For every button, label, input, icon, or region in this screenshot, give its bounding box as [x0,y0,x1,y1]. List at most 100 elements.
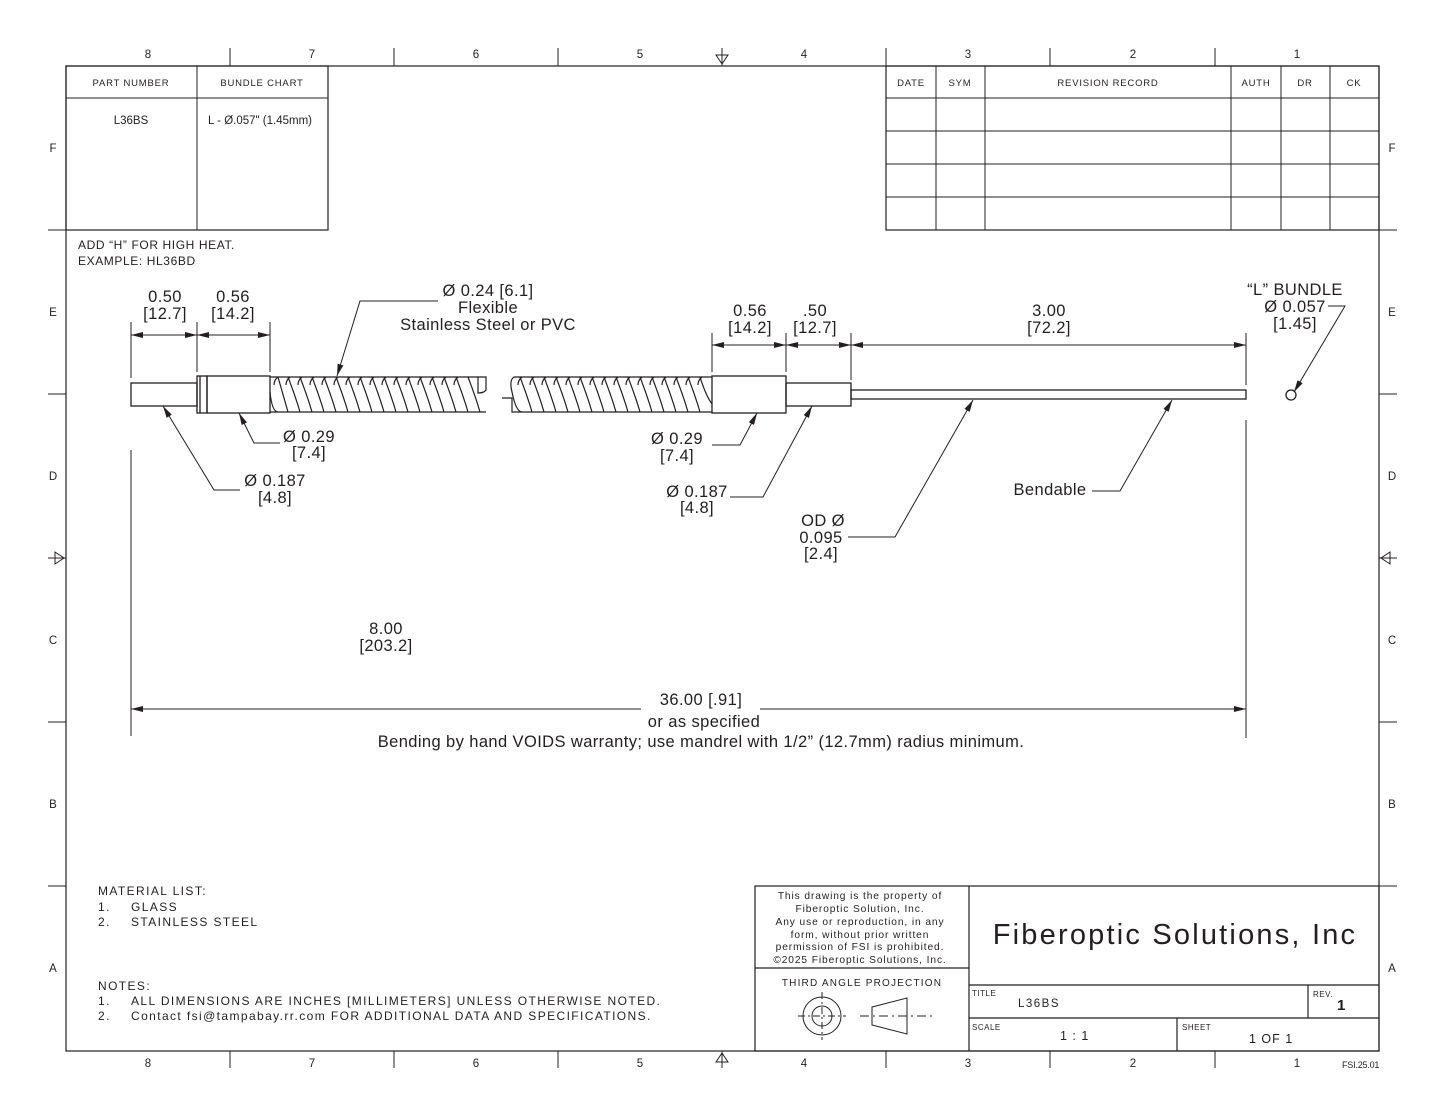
right-ferrule-diameter: Ø 0.29 [651,430,703,448]
notes-title: NOTES: [98,979,151,993]
notes: NOTES: 1. ALL DIMENSIONS ARE INCHES [MIL… [98,979,661,1023]
right-tip-diameter-mm: [4.8] [680,499,714,517]
zone-col-label: 2 [1130,49,1136,61]
material-item-number: 1. [98,900,111,914]
zone-col-label: 4 [801,49,808,61]
zone-row-label: D [1388,471,1396,483]
part-number-cell: L36BS [114,115,149,127]
overall-length: 36.00 [.91] [660,691,742,709]
drawing-border [65,65,1380,1052]
revision-table [885,65,1380,231]
spare-length-in: 8.00 [369,620,403,638]
right-ferrule-length-in: 0.56 [733,302,767,320]
zone-row-label: E [1388,307,1396,319]
dr-header: DR [1297,78,1312,89]
left-tip-diameter-mm: [4.8] [258,489,292,507]
extension-lines [130,322,1247,738]
zone-col-label: 3 [965,1058,971,1070]
probe-od-label: OD Ø [801,512,845,530]
zone-row-label: C [49,635,57,647]
right-ferrule-length-mm: [14.2] [728,319,772,337]
bendable-probe [850,389,1247,400]
title-block [754,885,1380,1052]
bundle-chart-header: BUNDLE CHART [220,78,303,89]
left-ferrule [206,375,271,414]
zone-row-label: A [49,963,57,975]
zone-row-label: D [49,471,57,483]
fiber-assembly [130,375,1297,414]
left-ferrule-diameter: Ø 0.29 [283,428,335,446]
dimension-lines [131,332,1246,712]
zone-row-label: A [1388,963,1396,975]
property-notice-line: Any use or reproduction, in any [776,917,945,928]
zone-row-label: F [1388,143,1395,155]
left-ferrule-diameter-mm: [7.4] [292,444,326,462]
note-number: 2. [98,1009,111,1023]
zone-col-label: 7 [309,1058,315,1070]
zone-col-label: 6 [473,1058,479,1070]
note-number: 1. [98,994,111,1008]
left-ferrule-length-in: 0.56 [216,288,250,306]
left-tip-length-in: 0.50 [148,288,182,306]
leader-lines [162,300,1346,538]
ck-header: CK [1347,78,1362,89]
left-collar [196,375,208,414]
dimension-labels: 0.50 [12.7] 0.56 [14.2] Ø 0.24 [6.1] Fle… [143,281,1343,751]
sheet-label: SHEET [1182,1023,1211,1032]
title-block-fields: TITLE L36BS REV. 1 SCALE 1 : 1 SHEET 1 O… [972,989,1345,1046]
zone-col-label: 3 [965,49,971,61]
material-list: MATERIAL LIST: 1. GLASS 2. STAINLESS STE… [98,884,257,929]
property-notice-line: This drawing is the property of [778,891,942,902]
zone-col-label: 7 [309,49,315,61]
property-notice-line: ©2025 Fiberoptic Solutions, Inc. [773,955,946,966]
right-tip [785,382,852,407]
left-sheath-coils [269,376,487,413]
zone-row-label: B [49,799,57,811]
zone-row-label: E [49,307,57,319]
probe-od-mm: [2.4] [804,545,838,563]
zone-row-label: C [1388,635,1396,647]
right-tip-diameter: Ø 0.187 [666,483,728,501]
zone-col-label: 8 [145,1058,151,1070]
overall-length-note: or as specified [648,713,760,731]
zone-col-label: 4 [801,1058,808,1070]
zone-row-label: F [49,143,56,155]
sheet-value: 1 OF 1 [1249,1032,1293,1046]
zone-labels: 8 7 6 5 4 3 2 1 8 7 6 5 4 3 2 1 F E D C … [49,49,1396,1070]
revision-headers: DATE SYM REVISION RECORD AUTH DR CK [897,78,1361,89]
high-heat-example: EXAMPLE: HL36BD [78,254,196,268]
material-list-title: MATERIAL LIST: [98,884,207,898]
probe-length-mm: [72.2] [1027,319,1071,337]
projection-label: THIRD ANGLE PROJECTION [782,978,942,989]
property-notice-line: Fiberoptic Solution, Inc. [796,904,925,915]
material-item-number: 2. [98,915,111,929]
high-heat-note: ADD “H” FOR HIGH HEAT. EXAMPLE: HL36BD [78,238,235,268]
l-bundle-label: “L” BUNDLE [1247,281,1343,299]
revision-record-header: REVISION RECORD [1057,78,1158,89]
zone-col-label: 5 [637,49,643,61]
property-notice-line: permission of FSI is prohibited. [776,942,945,953]
zone-col-label: 8 [145,49,151,61]
right-ferrule-diameter-mm: [7.4] [660,447,694,465]
auth-header: AUTH [1241,78,1270,89]
property-notice-line: form, without prior written [791,930,930,941]
left-tip-diameter: Ø 0.187 [244,472,306,490]
note-text: ALL DIMENSIONS ARE INCHES [MILLIMETERS] … [131,994,661,1008]
bundle-chart-table: PART NUMBER BUNDLE CHART L36BS L - Ø.057… [65,65,329,231]
left-tip [130,382,198,407]
probe-length-in: 3.00 [1032,302,1066,320]
sheath-material: Stainless Steel or PVC [400,316,576,334]
property-notice: This drawing is the property of Fiberopt… [773,891,946,966]
sheath-diameter: Ø 0.24 [6.1] [442,282,533,300]
zone-col-label: 6 [473,49,479,61]
bendable-label: Bendable [1014,481,1087,499]
l-bundle-end-view [1285,389,1297,401]
right-ferrule [711,375,787,414]
high-heat-line: ADD “H” FOR HIGH HEAT. [78,238,235,252]
l-bundle-diameter-mm: [1.45] [1273,315,1317,333]
left-ferrule-length-mm: [14.2] [211,305,255,323]
probe-od-value: 0.095 [799,529,842,547]
bending-warning: Bending by hand VOIDS warranty; use mand… [378,733,1025,751]
scale-value: 1 : 1 [1060,1029,1089,1043]
date-header: DATE [897,78,925,89]
